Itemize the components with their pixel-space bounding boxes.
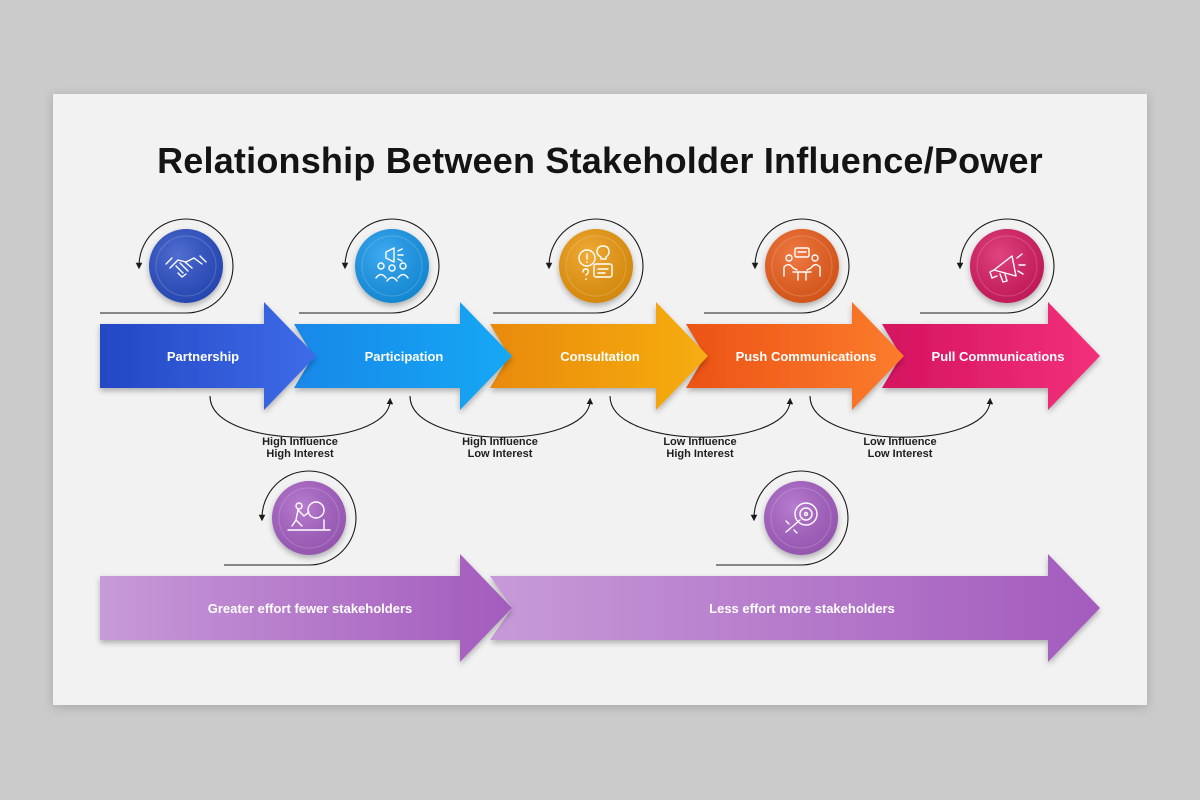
stage-icon-group-participation (299, 218, 440, 314)
slide: Relationship Between Stakeholder Influen… (53, 94, 1147, 705)
stage-icon-group-push-communications (704, 218, 850, 314)
effort-icons (224, 470, 849, 566)
megaphone-team-icon (375, 247, 409, 282)
effort-arrows: Greater effort fewer stakeholders Less e… (100, 554, 1100, 662)
category-2-line2: Low Interest (468, 448, 533, 460)
meeting-icon (783, 247, 821, 281)
stage-arrow-partnership (100, 302, 316, 410)
category-1-line1: High Influence (262, 436, 338, 448)
chat-ideas-icon (578, 245, 613, 281)
target-icon (785, 502, 818, 534)
category-3-line2: High Interest (666, 448, 734, 460)
stage-arrow-participation (294, 302, 512, 410)
stage-label-push-communications: Push Communications (736, 349, 877, 364)
stage-icon-group-consultation (493, 218, 644, 314)
megaphone-icon (989, 253, 1026, 283)
category-4-line1: Low Influence (863, 436, 936, 448)
handshake-icon (165, 255, 207, 278)
stage-icon-group-pull-communications (920, 218, 1055, 314)
stage-label-pull-communications: Pull Communications (932, 349, 1065, 364)
stage-label-consultation: Consultation (560, 349, 639, 364)
effort-arrow-greater (100, 554, 512, 662)
category-1-line2: High Interest (266, 448, 334, 460)
page-title: Relationship Between Stakeholder Influen… (157, 140, 1043, 181)
stage-arrow-pull (882, 302, 1100, 410)
pushing-boulder-icon (287, 501, 331, 531)
category-labels: High Influence High Interest High Influe… (262, 436, 937, 460)
effort-icon-group-less (716, 470, 849, 566)
effort-arrow-less (490, 554, 1100, 662)
effort-label-less: Less effort more stakeholders (709, 601, 895, 616)
effort-label-greater: Greater effort fewer stakeholders (208, 601, 412, 616)
effort-icon-group-greater (224, 470, 357, 566)
stage-arrows (100, 302, 1100, 410)
stakeholder-diagram: Partnership Participation Consultation P… (100, 218, 1100, 662)
category-3-line1: Low Influence (663, 436, 736, 448)
stage-label-partnership: Partnership (167, 349, 239, 364)
category-4-line2: Low Interest (868, 448, 933, 460)
connector-curves (209, 395, 994, 438)
stage-icons (100, 218, 1055, 314)
stage-arrow-push (686, 302, 904, 410)
stage-label-participation: Participation (365, 349, 444, 364)
category-2-line1: High Influence (462, 436, 538, 448)
stage-arrow-consultation (490, 302, 708, 410)
stage-icon-group-partnership (100, 218, 234, 314)
stage-labels: Partnership Participation Consultation P… (167, 349, 1065, 364)
